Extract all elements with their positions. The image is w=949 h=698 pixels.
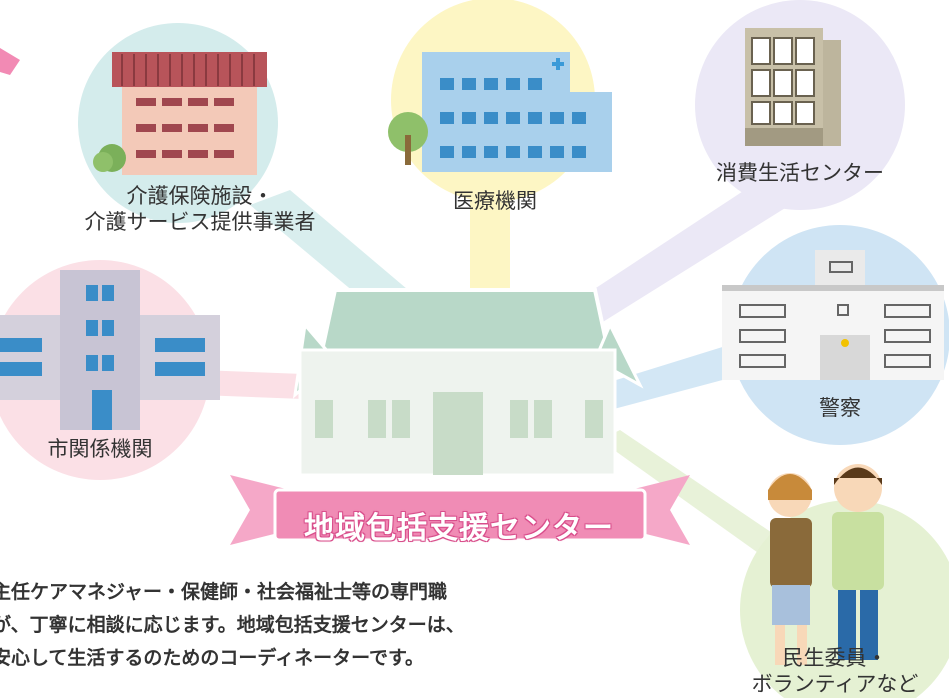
consumer-label: 消費生活センター: [716, 161, 884, 185]
connector-consumer: [570, 180, 790, 330]
volunteer-label-line1: 民生委員・: [782, 646, 888, 670]
city-building-icon: [0, 270, 220, 430]
connector-medical: [470, 190, 510, 300]
volunteer-label: 民生委員・ ボランティアなど: [720, 645, 949, 697]
care-facility-label-line1: 介護保険施設・: [126, 184, 274, 208]
connector-care: [250, 190, 420, 318]
description: 主任ケアマネジャー・保健師・社会福祉士等の専門職 が、丁寧に相談に応じます。地域…: [0, 576, 720, 675]
hospital-building-icon: [388, 52, 612, 172]
center-banner: [230, 475, 690, 545]
connector-volunteer: [600, 430, 790, 565]
volunteer-label-line2: ボランティアなど: [751, 672, 919, 696]
center-building-icon: [292, 288, 644, 477]
description-line1: 主任ケアマネジャー・保健師・社会福祉士等の専門職: [0, 581, 448, 603]
city-label: 市関係機関: [47, 437, 153, 461]
arrow-icon: [0, 48, 20, 75]
police-label: 警察: [819, 396, 861, 420]
consumer-center-building-icon: [745, 28, 841, 146]
connector-police: [600, 340, 760, 410]
description-line2: が、丁寧に相談に応じます。地域包括支援センターは、: [0, 614, 465, 636]
center-title: 地域包括支援センター: [304, 511, 614, 546]
care-facility-building-icon: [93, 52, 267, 175]
volunteers-people-icon: [768, 464, 884, 665]
description-line3: 安心して生活するのためのコーディネーターです。: [0, 647, 425, 669]
medical-label: 医療機関: [453, 189, 537, 213]
police-building-icon: [722, 250, 944, 380]
care-facility-label: 介護保険施設・ 介護サービス提供事業者: [75, 183, 325, 235]
care-facility-label-line2: 介護サービス提供事業者: [84, 210, 316, 234]
